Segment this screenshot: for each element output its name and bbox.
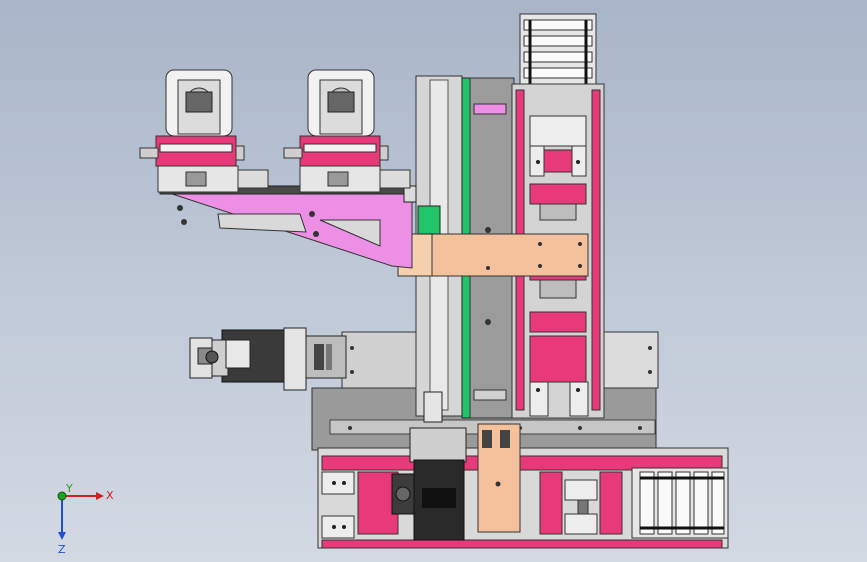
vertical-cable-chain [511, 13, 605, 419]
y-axis-label: Y [65, 482, 73, 495]
xy-stage-unit-1 [139, 69, 269, 193]
pink-bracket [159, 185, 417, 269]
xy-stage-unit-2 [283, 69, 411, 193]
bottom-cable-chain [631, 467, 729, 539]
y-axis-dot [57, 491, 67, 501]
axis-triad: X Y Z [57, 482, 114, 556]
z-axis-label: Z [58, 543, 66, 556]
x-axis-label: X [106, 489, 114, 502]
carriage-arm [397, 205, 589, 533]
